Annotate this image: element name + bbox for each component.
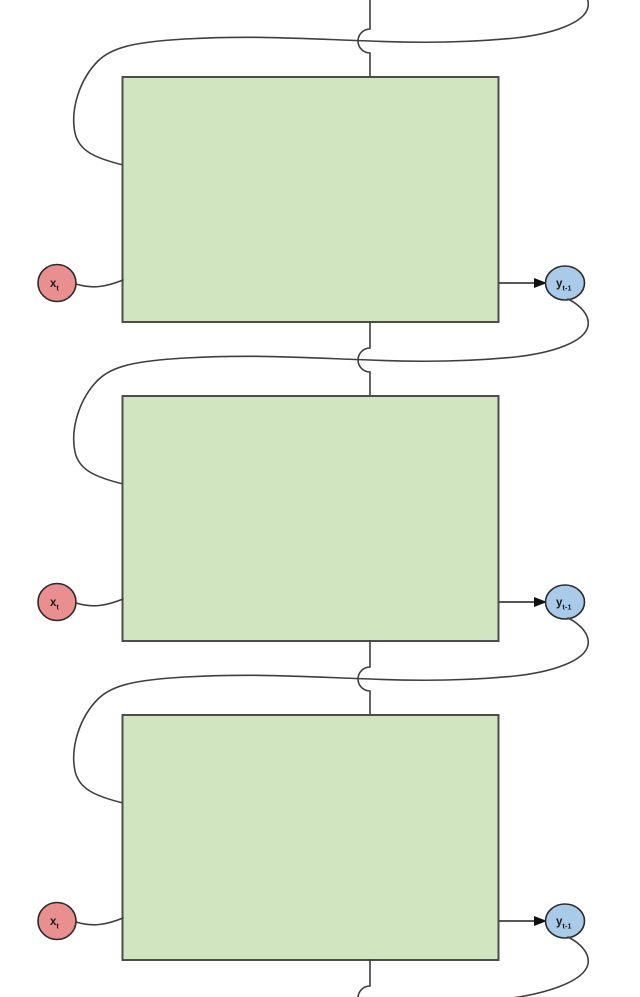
output-arrowhead-icon	[534, 278, 547, 288]
cell-box	[121, 76, 500, 323]
cell-box	[121, 395, 500, 642]
input-connector	[75, 598, 124, 607]
output-node	[544, 584, 586, 620]
input-node	[37, 901, 77, 941]
input-connector	[75, 917, 124, 926]
rnn-unit-1: xt yt-1	[37, 0, 590, 323]
output-arrowhead-icon	[534, 597, 547, 607]
input-node	[37, 263, 77, 303]
input-connector	[75, 279, 124, 288]
recurrent-connector	[72, 298, 590, 485]
recurrent-connector	[72, 0, 590, 166]
output-node-label: yt-1	[556, 916, 572, 931]
input-node-label: xt	[50, 597, 59, 612]
recurrent-connector	[72, 617, 590, 804]
recurrent-connector-outgoing	[513, 936, 590, 997]
input-node	[37, 582, 77, 622]
input-node-label: xt	[50, 278, 59, 293]
output-arrowhead-icon	[534, 916, 547, 926]
rnn-unit-2: xt yt-1	[37, 298, 590, 642]
output-node	[544, 265, 586, 301]
output-node	[544, 903, 586, 939]
cell-box	[121, 714, 500, 961]
rnn-unit-3: xt yt-1	[37, 617, 590, 961]
output-node-label: yt-1	[556, 278, 572, 293]
input-node-label: xt	[50, 916, 59, 931]
state-connector-outgoing	[357, 959, 371, 997]
state-connector	[357, 0, 371, 78]
output-node-label: yt-1	[556, 597, 572, 612]
